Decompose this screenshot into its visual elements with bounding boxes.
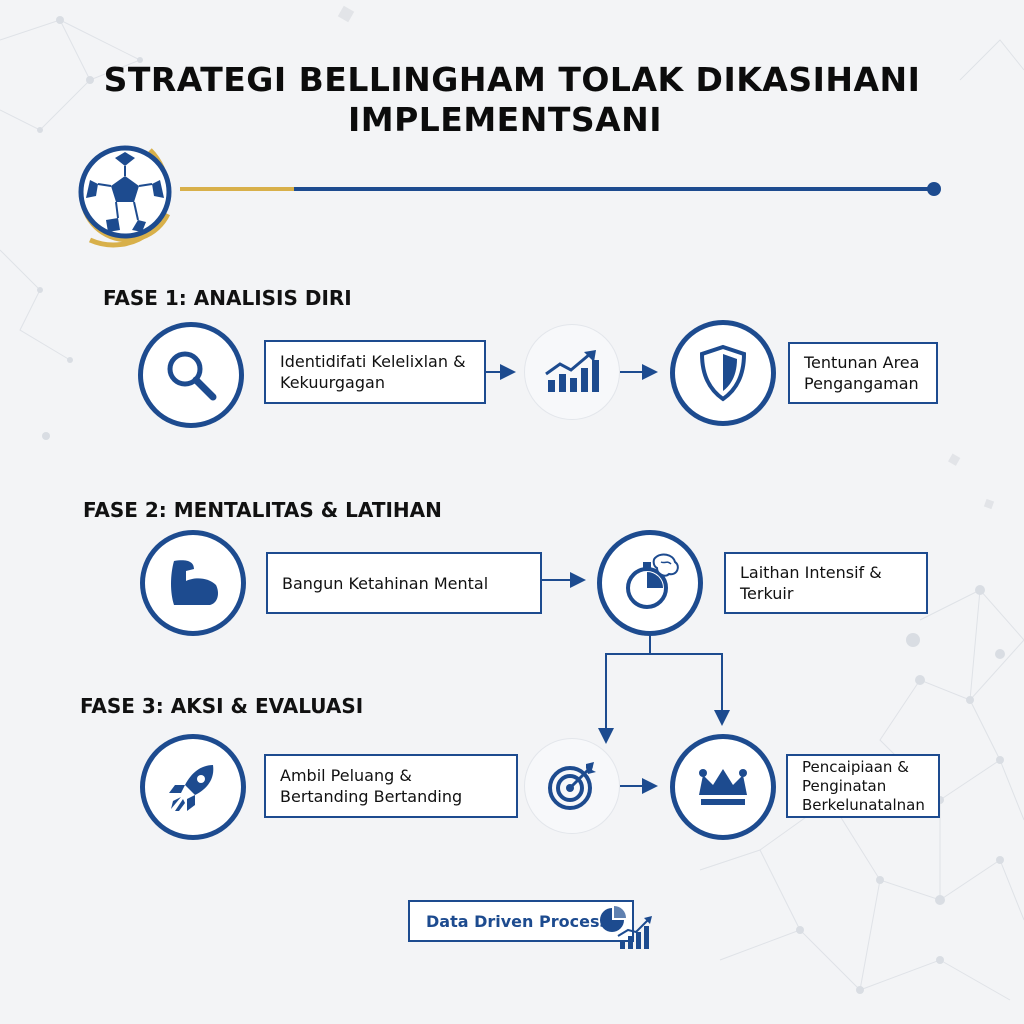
phase-3-title: FASE 3: AKSI & EVALUASI [80, 694, 364, 718]
step-take-opportunity: Ambil Peluang & Bertanding Bertanding [264, 754, 518, 818]
shield-icon [699, 344, 747, 402]
shield-circle [670, 320, 776, 426]
phase-1-title: FASE 1: ANALISIS DIRI [103, 286, 352, 310]
step-mental-resilience: Bangun Ketahinan Mental [266, 552, 542, 614]
soccer-ball-icon [78, 145, 172, 243]
target-icon [548, 762, 596, 810]
footer-label: Data Driven Process [408, 900, 634, 942]
growth-chart-circle [524, 324, 620, 420]
phase-2-title: FASE 2: MENTALITAS & LATIHAN [83, 498, 442, 522]
magnifier-circle [138, 322, 244, 428]
magnifier-icon [167, 351, 217, 401]
crown-icon [699, 769, 747, 805]
target-circle [524, 738, 620, 834]
title-line-2: IMPLEMENTSANI [347, 100, 663, 139]
stopwatch-circle [597, 530, 703, 636]
growth-chart-icon [545, 350, 599, 392]
flexed-arm-icon [171, 560, 218, 605]
step-identify-strengths: Identidifati Kelelixlan & Kekuurgagan [264, 340, 486, 404]
rocket-circle [140, 734, 246, 840]
flexed-arm-circle [140, 530, 246, 636]
step-achievement: Pencaipiaan & Penginatan Berkelunatalnan [786, 754, 940, 818]
rocket-icon [169, 765, 214, 811]
step-intensive-training: Laithan Intensif & Terkuir [724, 552, 928, 614]
crown-circle [670, 734, 776, 840]
title-line-1: STRATEGI BELLINGHAM TOLAK DIKASIHANI [103, 60, 921, 99]
step-determine-area: Tentunan Area Pengangaman [788, 342, 938, 404]
pie-bar-chart-icon [600, 906, 652, 949]
stopwatch-brain-icon [626, 553, 679, 609]
